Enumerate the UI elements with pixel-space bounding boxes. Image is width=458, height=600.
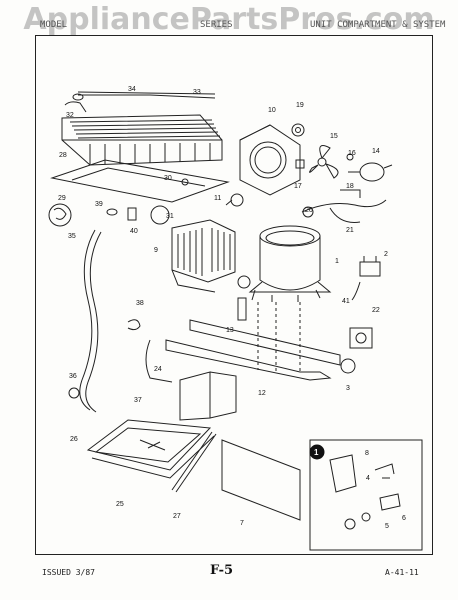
- part-13-filter: [237, 297, 247, 321]
- part-34-tube: [72, 91, 216, 101]
- footer-page-number: F-5: [210, 563, 234, 578]
- part-40-plug: [127, 207, 137, 221]
- part-19-grommet: [291, 123, 305, 137]
- part-27-rod: [171, 431, 213, 491]
- callout-6: 6: [402, 515, 406, 522]
- part-29-plate: [50, 159, 230, 203]
- watermark: AppliancePartsPros.com: [23, 2, 435, 37]
- part-23-switch: [349, 327, 373, 349]
- callout-35: 35: [68, 233, 76, 240]
- callout-39: 39: [95, 201, 103, 208]
- callout-5: 5: [385, 523, 389, 530]
- header-title: UNIT COMPARTMENT & SYSTEM: [310, 20, 446, 30]
- callout-33: 33: [193, 89, 201, 96]
- callout-34: 34: [128, 86, 136, 93]
- callout-28: 28: [59, 152, 67, 159]
- part-31-detail: [150, 205, 170, 225]
- callout-37: 37: [134, 397, 142, 404]
- part-22-cover-panel: [221, 439, 301, 521]
- callout-14: 14: [372, 148, 380, 155]
- part-39-fitting: [106, 208, 118, 216]
- callout-25: 25: [116, 501, 124, 508]
- callout-20: 20: [305, 207, 313, 214]
- callout-8: 8: [365, 450, 369, 457]
- part-36-fitting: [68, 387, 80, 399]
- callout-2: 2: [384, 251, 388, 258]
- callout-22: 22: [372, 307, 380, 314]
- part-14-fan-motor: [340, 153, 393, 198]
- part-21-harness: [301, 199, 387, 223]
- part-1-compressor: [237, 225, 332, 302]
- part-2-relay: [359, 256, 381, 277]
- callout-32: 32: [66, 112, 74, 119]
- part-10-fan-shroud: [239, 124, 301, 196]
- part-11-bracket: [225, 193, 244, 207]
- callout-16: 16: [348, 150, 356, 157]
- callout-4: 4: [366, 475, 370, 482]
- part-35-detail: [48, 203, 72, 227]
- part-15-fan-blade: [309, 145, 339, 179]
- callout-3: 3: [346, 385, 350, 392]
- callout-9: 9: [154, 247, 158, 254]
- callout-26: 26: [70, 436, 78, 443]
- footer-issued: ISSUED 3/87: [42, 568, 95, 577]
- callout-29: 29: [58, 195, 66, 202]
- part-38-clamp: [127, 319, 141, 331]
- part-17-clip: [295, 159, 305, 169]
- inset-badge: 1: [314, 448, 319, 457]
- callout-41: 41: [342, 298, 350, 305]
- callout-30: 30: [164, 175, 172, 182]
- callout-27: 27: [173, 513, 181, 520]
- part-28-coil: [61, 101, 223, 166]
- callout-21: 21: [346, 227, 354, 234]
- part-24-hose: [145, 339, 173, 383]
- callout-7: 7: [240, 520, 244, 527]
- header-model: MODEL: [40, 20, 68, 30]
- part-12-base-rails: [165, 319, 341, 421]
- callout-38: 38: [136, 300, 144, 307]
- part-37-drain-tube: [79, 229, 102, 413]
- callout-1: 1: [335, 258, 339, 265]
- callout-24: 24: [154, 366, 162, 373]
- part-26-drain-pan: [86, 419, 215, 479]
- callout-19: 19: [296, 102, 304, 109]
- diagram-frame: [35, 35, 433, 555]
- header-series: SERIES: [200, 20, 233, 30]
- callout-17: 17: [294, 183, 302, 190]
- footer-code: A-41-11: [385, 568, 419, 577]
- callout-13: 13: [226, 327, 234, 334]
- callout-12: 12: [258, 390, 266, 397]
- callout-31: 31: [166, 213, 174, 220]
- part-9-condenser: [171, 219, 236, 293]
- part-3-grommet: [340, 358, 356, 374]
- callout-10: 10: [268, 107, 276, 114]
- callout-36: 36: [69, 373, 77, 380]
- callout-18: 18: [346, 183, 354, 190]
- part-41-wire: [351, 281, 361, 301]
- callout-40: 40: [130, 228, 138, 235]
- callout-15: 15: [330, 133, 338, 140]
- callout-11: 11: [214, 195, 221, 202]
- inset-detail-box: [309, 439, 423, 551]
